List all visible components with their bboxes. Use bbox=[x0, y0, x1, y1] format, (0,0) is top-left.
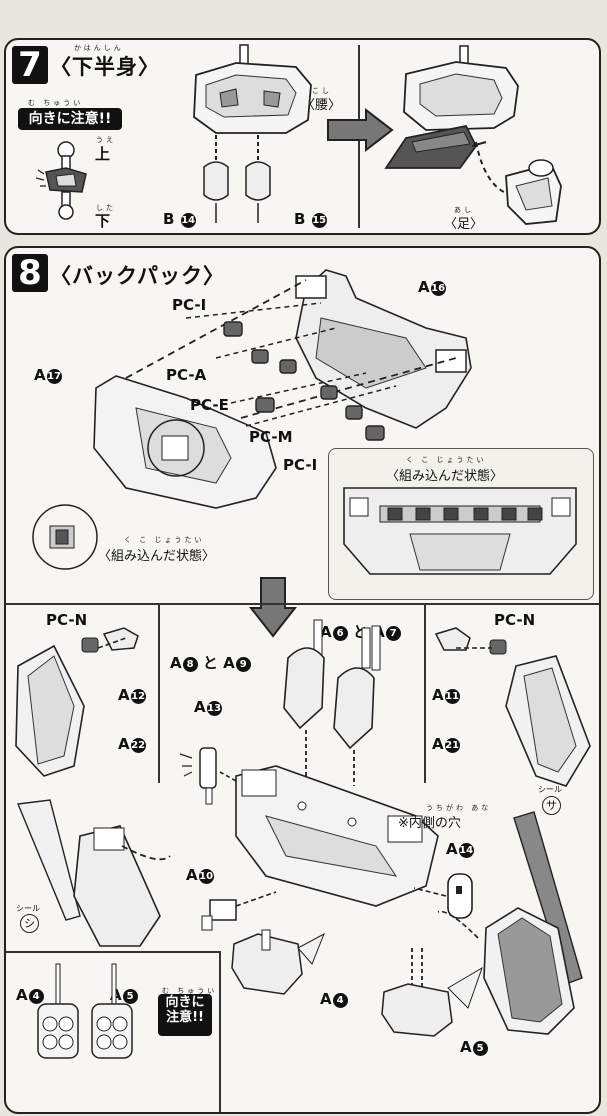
step8-separator bbox=[6, 603, 599, 605]
a22-number-badge: 22 bbox=[130, 738, 146, 753]
step8-title: 〈バックパック〉 bbox=[50, 264, 225, 288]
leg-assembly-illustration bbox=[384, 45, 562, 225]
pc-m-label: PC-M bbox=[249, 428, 293, 446]
a7-number-badge: 7 bbox=[385, 626, 401, 641]
right-shield-seal-illustration bbox=[437, 811, 583, 1035]
a10-number-badge: 10 bbox=[198, 869, 214, 884]
step7-down-ruby: した bbox=[96, 204, 116, 212]
caution2-line1: 向きに bbox=[165, 995, 205, 1010]
assembled-label-2: 〈組み込んだ状態〉 bbox=[386, 469, 504, 484]
a11-number-badge: 11 bbox=[444, 689, 460, 704]
step7-part-b14: B 14 bbox=[163, 210, 196, 228]
step7-caution-ruby: む ちゅうい bbox=[28, 99, 84, 107]
inner-hole-label: ※内側の穴 bbox=[398, 816, 461, 831]
a4-small-number-badge: 4 bbox=[28, 989, 44, 1004]
b14-number-badge: 14 bbox=[180, 213, 196, 228]
step8-down-arrow bbox=[248, 577, 298, 638]
a5-number-badge: 5 bbox=[472, 1041, 488, 1056]
b15-number-badge: 15 bbox=[311, 213, 327, 228]
left-column-divider bbox=[158, 603, 160, 783]
step7-assembly-arrow bbox=[327, 107, 394, 153]
assembled-ruby-1: く こ じょうたい bbox=[124, 536, 205, 544]
a13-number-badge: 13 bbox=[206, 701, 222, 716]
caution2-line2: 注意!! bbox=[166, 1009, 204, 1025]
seal-left-badge: シ bbox=[20, 914, 39, 933]
step7-title-ruby: かはんしん bbox=[74, 44, 124, 52]
a12-number-badge: 12 bbox=[130, 689, 146, 704]
inner-hole-ruby: うちがわ あな bbox=[426, 804, 492, 812]
a10-part-illustration bbox=[201, 891, 277, 931]
assembled-ruby-2: く こ じょうたい bbox=[406, 456, 487, 464]
a4-number-badge: 4 bbox=[332, 993, 348, 1008]
step7-waist-label: 〈腰〉 bbox=[302, 98, 342, 113]
caution2-badge: 向きに 注意!! bbox=[158, 994, 212, 1036]
seal-right-caption: シール bbox=[538, 785, 562, 794]
step7-caution-badge: 向きに注意!! bbox=[18, 108, 122, 130]
left-shield-illustration bbox=[15, 627, 139, 777]
a8-number-badge: 8 bbox=[182, 657, 198, 672]
seal-left-caption: シール bbox=[16, 904, 40, 913]
step7-part-b15: B 15 bbox=[294, 210, 327, 228]
waist-assembly-illustration bbox=[193, 44, 312, 223]
step7-down-label: 下 bbox=[95, 212, 111, 230]
step8-panel: 8 〈バックパック〉 PC-I PC-A PC-E PC-M bbox=[4, 246, 601, 1114]
thrusters-illustration bbox=[283, 619, 381, 786]
a14-number-badge: 14 bbox=[458, 843, 474, 858]
assembled-label-1: 〈組み込んだ状態〉 bbox=[98, 549, 216, 564]
a9-number-badge: 9 bbox=[235, 657, 251, 672]
a17-number-badge: 17 bbox=[46, 369, 62, 384]
backpack-exploded-illustration bbox=[93, 269, 472, 509]
caution2-ruby: む ちゅうい bbox=[162, 987, 218, 995]
step7-up-label: 上 bbox=[95, 145, 111, 163]
step7-title: 〈下半身〉 bbox=[50, 55, 160, 79]
a5-part-illustration bbox=[381, 948, 483, 1037]
step8-number: 8 bbox=[12, 254, 48, 292]
step7-up-ruby: うえ bbox=[96, 136, 116, 144]
a6-number-badge: 6 bbox=[332, 626, 348, 641]
pc-e-label: PC-E bbox=[190, 396, 229, 414]
pc-n-left-label: PC-N bbox=[46, 611, 88, 629]
step7-panel: 7 かはんしん 〈下半身〉 む ちゅうい 向きに注意!! うえ 上 した 下 こ… bbox=[4, 38, 601, 235]
step7-waist-ruby: こし bbox=[312, 87, 332, 95]
a5-small-number-badge: 5 bbox=[122, 989, 138, 1004]
left-shield-attached-illustration bbox=[17, 799, 171, 947]
a16-number-badge: 16 bbox=[430, 281, 446, 296]
pc-a-label: PC-A bbox=[166, 366, 207, 384]
pc-n-right-label: PC-N bbox=[494, 611, 536, 629]
assembled-detail-circle bbox=[32, 504, 98, 570]
bottom-left-box-top bbox=[6, 951, 220, 953]
runner-parts-illustration bbox=[37, 963, 133, 1059]
pc-i-label-2: PC-I bbox=[283, 456, 318, 474]
right-column-divider bbox=[424, 603, 426, 783]
right-shield-illustration bbox=[434, 627, 591, 787]
pc-i-label-1: PC-I bbox=[172, 296, 207, 314]
assembled-backpack-illustration bbox=[343, 487, 577, 575]
a4-part-illustration bbox=[231, 929, 325, 995]
step7-leg-ruby: あし bbox=[454, 206, 474, 214]
bottom-left-box-right bbox=[219, 951, 221, 1112]
step7-number: 7 bbox=[12, 46, 48, 84]
seal-right-badge: サ bbox=[542, 796, 561, 815]
a21-number-badge: 21 bbox=[444, 738, 460, 753]
backpack-center-body-illustration bbox=[179, 747, 439, 907]
hip-joint-illustration bbox=[35, 141, 87, 220]
step7-leg-label: 〈足〉 bbox=[444, 217, 484, 232]
a14-part-illustration bbox=[413, 873, 473, 919]
